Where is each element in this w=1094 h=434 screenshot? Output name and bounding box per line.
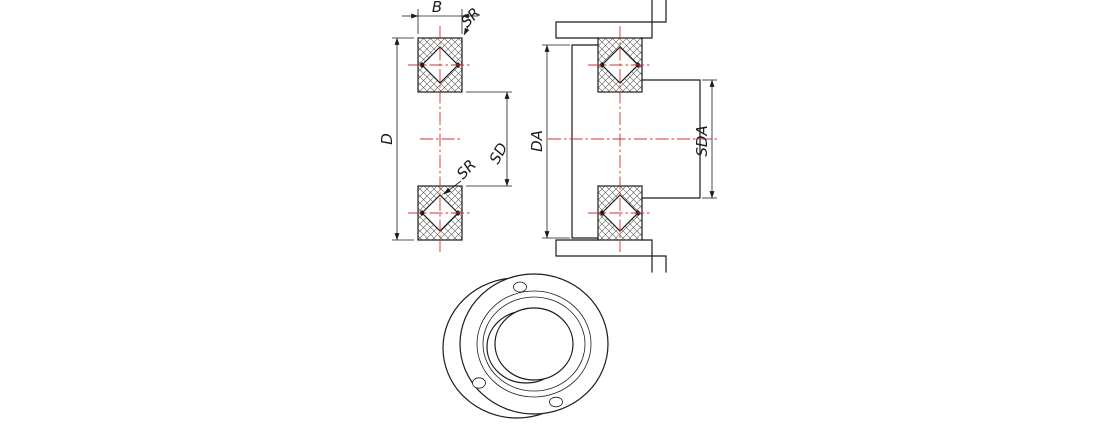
face-step-ellipse bbox=[476, 290, 592, 398]
mounted-section-view: DA SDA bbox=[528, 0, 718, 273]
mounting-hole-bottom bbox=[549, 396, 563, 408]
dim-label-b: B bbox=[432, 0, 442, 16]
front-section-view: B SR D SD SR bbox=[378, 0, 512, 252]
dim-label-da: DA bbox=[528, 130, 546, 152]
dimension-da: DA bbox=[528, 44, 570, 239]
dim-label-sda: SDA bbox=[693, 125, 711, 156]
housing-bottom-outline bbox=[555, 239, 667, 273]
dim-label-d: D bbox=[378, 133, 396, 145]
raceway-lip-ellipse bbox=[482, 296, 586, 392]
dimension-d: D bbox=[378, 37, 414, 241]
leader-sr-outer: SR bbox=[457, 4, 484, 36]
perspective-view bbox=[442, 273, 609, 419]
dimension-b: B bbox=[402, 0, 478, 34]
mounting-hole-top bbox=[513, 281, 527, 293]
bore-front-edge bbox=[494, 307, 574, 381]
mounting-hole-left bbox=[472, 377, 486, 389]
dim-label-sd: SD bbox=[486, 140, 512, 167]
dim-label-sr-inner: SR bbox=[453, 156, 480, 183]
shaft-flange-outline bbox=[571, 44, 599, 239]
dimension-sda: SDA bbox=[693, 79, 717, 199]
dim-label-sr-outer: SR bbox=[457, 4, 484, 31]
housing-top-outline bbox=[555, 0, 667, 39]
